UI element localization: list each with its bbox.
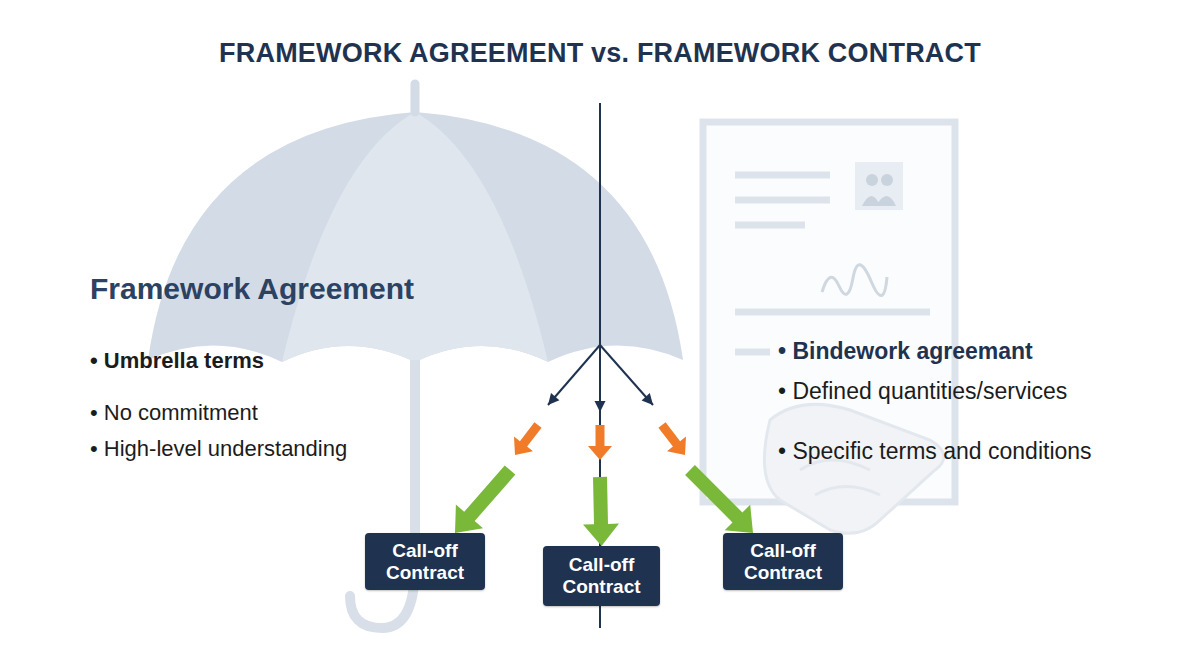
umbrella-canopy [148, 112, 683, 362]
connector-segment [455, 465, 515, 533]
call-off-box: Call-off Contract [365, 533, 485, 590]
umbrella-panel [282, 112, 548, 362]
connector-segment [583, 477, 619, 546]
arrow-head [642, 393, 653, 405]
text-group: Framework Agreement • Umbrella terms • No … [90, 270, 600, 465]
connector-segment [514, 422, 542, 455]
section-heading: • Bindework agreemant [778, 338, 1033, 365]
box-label: Call-off Contract [549, 554, 654, 598]
document-icon [855, 162, 903, 210]
bullet-text: • No commitment [90, 400, 258, 426]
connector [455, 345, 600, 533]
connector [600, 345, 753, 533]
connector-segment [588, 425, 612, 460]
connector-line [548, 345, 600, 405]
handshake-fingers [800, 460, 880, 495]
text-group: • Bindework agreemant • Defined quantitie… [778, 338, 1178, 468]
call-off-box: Call-off Contract [543, 546, 660, 606]
bullet-text: • Specific terms and conditions [778, 438, 1092, 465]
umbrella-tip [411, 84, 420, 112]
diagram-title: FRAMEWORK AGREEMENT vs. FRAMEWORK CONTRA… [0, 38, 1200, 69]
connector-line [599, 345, 601, 412]
handshake [764, 404, 944, 533]
section-heading: Framework Agreement [90, 272, 414, 306]
box-label: Call-off Contract [729, 540, 837, 584]
person-icon [866, 174, 878, 186]
arrow-head [595, 401, 606, 412]
bullet-text: • High-level understanding [90, 436, 347, 462]
connector-segment [685, 465, 753, 533]
connector-line [600, 345, 653, 405]
call-off-box: Call-off Contract [723, 533, 843, 590]
bullet-text: • Umbrella terms [90, 348, 264, 374]
box-label: Call-off Contract [371, 540, 479, 584]
connector [583, 345, 619, 546]
bullet-text: • Defined quantities/services [778, 378, 1067, 405]
person-icon [862, 196, 896, 206]
signature [822, 265, 887, 296]
arrow-head [548, 393, 559, 405]
connector-segment [658, 422, 686, 455]
person-icon [881, 174, 893, 186]
